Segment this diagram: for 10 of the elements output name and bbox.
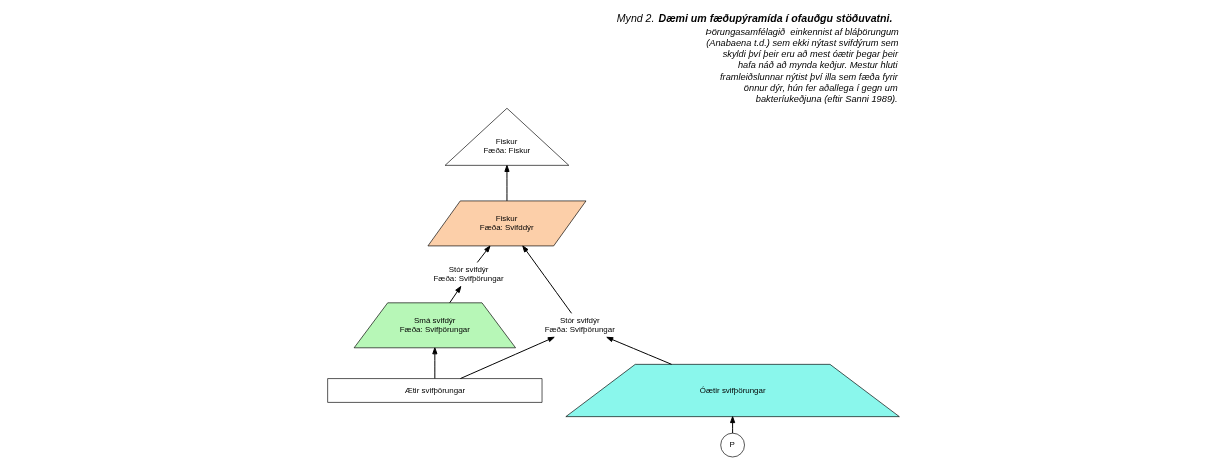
- arrow: [448, 286, 461, 304]
- diagram-title: Mynd 2. Dæmi um fæðupýramída í ofauðgu stöðuvatni.: [616, 12, 892, 25]
- arrow: [431, 347, 437, 379]
- arrow: [605, 336, 672, 365]
- arrow: [476, 245, 490, 263]
- arrow: [503, 165, 510, 202]
- arrow: [459, 336, 555, 380]
- caption: Þörungasamfélagið einkennist af bláþörungum (Anabaena t.d.) sem ekki nýtast svifdýrum sem skyldi því þeir eru að mest óætir þegar þeir hafa náð að mynda keðjur. Mestur hluti framleiðslunnar nýtist því illa sem fæða fyrir önnur dýr, hún fer aðallega í gegn um bakteríukeðjuna (eftir Sanni 1989).: [704, 26, 899, 105]
- arrow: [521, 245, 572, 314]
- arrow: [729, 416, 735, 434]
